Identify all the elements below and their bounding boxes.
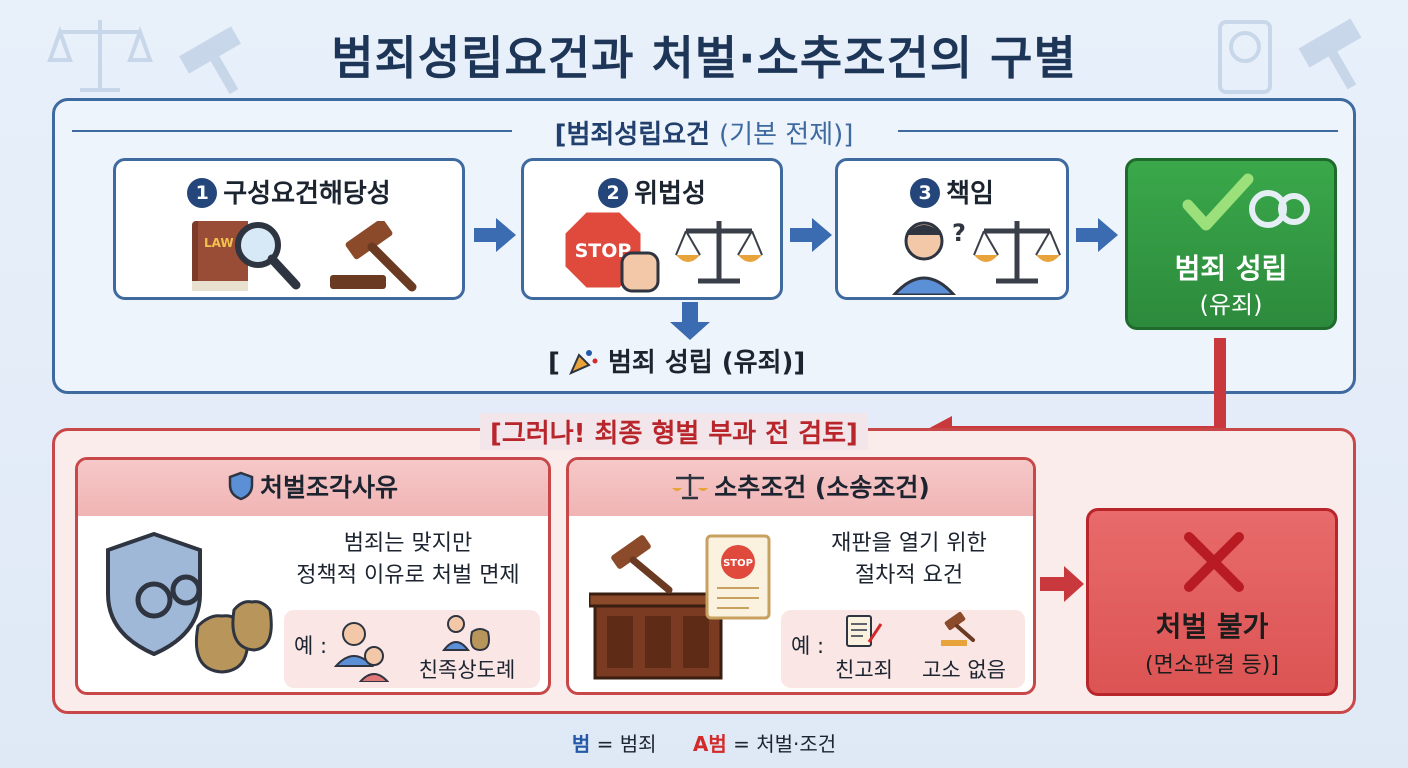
arrow-right-icon (1076, 218, 1118, 252)
legend: 범 = 범죄 A범 = 처벌·조건 (0, 728, 1408, 757)
header-divider-right (898, 130, 1338, 132)
scales-small-icon (672, 474, 709, 500)
final-review-header: [그러나! 최종 형벌 부과 전 검토] (480, 413, 868, 450)
stop-sign-icon: STOP (564, 209, 660, 293)
deny-subtitle: (면소판결 등)] (1145, 653, 1279, 678)
law-label: LAW (204, 236, 234, 250)
checkmark-handcuffs-icon (1182, 173, 1310, 231)
arrow-right-icon (790, 218, 832, 252)
stop-label: STOP (575, 240, 632, 262)
desc-line-2: 정책적 이유로 처벌 면제 (296, 563, 520, 588)
mid-bracket: [ (548, 348, 560, 378)
scales-icon (675, 221, 763, 284)
shield-icon (228, 471, 254, 501)
punishment-impossible-card: 처벌 불가 (면소판결 등)] (1086, 508, 1338, 696)
example-item-2: 고소 없음 (922, 658, 1006, 682)
mid-text: 범죄 성립 (유죄)] (608, 348, 806, 378)
prosecution-condition-desc: 재판을 열기 위한 절차적 요건 (789, 528, 1029, 592)
arrow-right-red-icon (1040, 566, 1084, 602)
example-label: 예 : (791, 634, 825, 658)
deny-title: 처벌 불가 (1155, 610, 1269, 643)
arrow-right-icon (474, 218, 516, 252)
prosecution-condition-panel: 소추조건 (소송조건) STOP 재판을 열기 위한 절차적 요건 예 : 친고… (566, 457, 1036, 695)
scales-decoration-icon (47, 20, 241, 95)
stop-label: STOP (723, 558, 753, 569)
complaint-document-icon (846, 615, 883, 647)
punishment-exemption-panel: 처벌조각사유 범죄는 맞지만 정책적 이유로 처벌 면제 예 : 친족상도례 (75, 457, 551, 695)
result-title: 범죄 성립 (1174, 252, 1288, 285)
exemption-example-box: 예 : 친족상도례 (284, 610, 540, 688)
crime-established-label: [ 범죄 성립 (유죄)] (548, 342, 848, 379)
prosecution-condition-label: 소추조건 (소송조건) (714, 473, 930, 502)
header-main: [범죄성립요건 (554, 120, 710, 150)
step-number: 3 (910, 178, 941, 208)
step-label: 위법성 (634, 179, 706, 209)
example-label: 예 : (294, 634, 328, 658)
legend-blue-text: = 범죄 (596, 732, 657, 756)
desc-line-1: 범죄는 맞지만 (343, 531, 473, 556)
court-bench-icon: STOP (589, 534, 771, 680)
crime-requirements-header: [범죄성립요건 (기본 전제)] (0, 114, 1408, 151)
example-item: 친족상도례 (418, 658, 516, 682)
prosecution-condition-title: 소추조건 (소송조건) (569, 460, 1033, 516)
punishment-exemption-title: 처벌조각사유 (78, 460, 548, 516)
desc-line-1: 재판을 열기 위한 (831, 531, 987, 556)
header-divider-left (72, 130, 512, 132)
step-number: 1 (187, 178, 218, 208)
desc-line-2: 절차적 요건 (854, 563, 964, 588)
legend-red-text: = 처벌·조건 (733, 732, 837, 756)
money-person-icon (442, 615, 490, 652)
prosecution-example-box: 예 : 친고죄 고소 없음 (781, 610, 1025, 688)
question-mark: ? (952, 219, 966, 247)
punishment-exemption-desc: 범죄는 맞지만 정책적 이유로 처벌 면제 (268, 528, 548, 592)
punishment-exemption-label: 처벌조각사유 (259, 473, 398, 502)
result-subtitle: (유죄) (1199, 291, 1263, 319)
legend-blue-key: 범 (571, 732, 591, 756)
step-label: 구성요건해당성 (223, 179, 391, 209)
crime-established-card: 범죄 성립 (유죄) (1125, 158, 1337, 330)
scales-icon (973, 221, 1061, 284)
arrow-down-icon (670, 302, 710, 340)
header-sub: (기본 전제)] (719, 120, 854, 150)
step-number: 2 (598, 178, 629, 208)
step-label: 책임 (946, 179, 994, 209)
gavel-small-icon (941, 612, 975, 646)
legend-red-key: A범 (692, 732, 727, 756)
shield-money-icon (106, 531, 273, 674)
gavel-icon (330, 221, 417, 292)
example-item-1: 친고죄 (835, 658, 893, 682)
party-popper-icon (568, 350, 598, 375)
law-book-magnifier-icon: LAW (192, 221, 301, 291)
page-title: 범죄성립요건과 처벌·소추조건의 구별 (331, 31, 1077, 85)
gavel-decoration-icon (1218, 18, 1362, 94)
thinking-person-icon: ? (891, 219, 966, 295)
x-mark-icon (1184, 532, 1244, 592)
family-icon (334, 622, 390, 682)
